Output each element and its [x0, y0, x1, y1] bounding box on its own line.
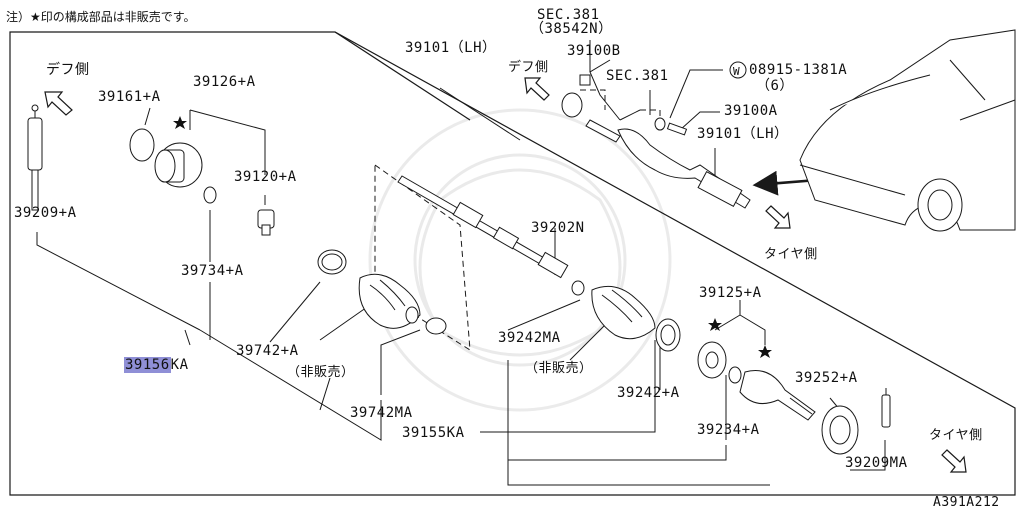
label-39209ma[interactable]: 39209MA [845, 455, 908, 471]
label-39100a[interactable]: 39100A [724, 103, 778, 119]
label-tire-side-right: タイヤ側 [929, 428, 983, 443]
label-39120[interactable]: 39120+A [234, 169, 297, 185]
label-tire-side-mid: タイヤ側 [764, 247, 818, 262]
part-boot-left [358, 273, 421, 329]
label-39242[interactable]: 39242+A [617, 385, 680, 401]
part-boot-right [591, 285, 656, 340]
arrow-tire-right [941, 449, 967, 473]
label-39101-top[interactable]: 39101（LH） [405, 40, 497, 56]
label-39242ma[interactable]: 39242MA [498, 330, 561, 346]
note-text: 注）★印の構成部品は非販売です。 [6, 10, 196, 24]
label-39156-highlight: 39156 [124, 357, 171, 373]
star-marker-3 [758, 345, 772, 358]
part-39742ma-band [425, 317, 447, 335]
part-39234 [728, 366, 742, 384]
label-bolt-qty: （6） [756, 78, 794, 94]
washer-symbol [729, 61, 747, 79]
label-38542n[interactable]: （38542N） [530, 21, 613, 37]
label-39742ma[interactable]: 39742MA [350, 405, 413, 421]
arrow-tire-mid [765, 205, 791, 229]
label-39209-left[interactable]: 39209+A [14, 205, 77, 221]
part-outer-joint [739, 370, 816, 421]
washer-letter: W [733, 65, 740, 78]
part-39161 [129, 128, 155, 162]
label-bolt-spec[interactable]: 08915-1381A [749, 62, 848, 78]
part-39120 [257, 209, 275, 236]
star-marker-2 [708, 318, 722, 331]
label-39734[interactable]: 39734+A [181, 263, 244, 279]
label-39156-suffix: KA [170, 357, 189, 373]
arrow-diff-top [524, 77, 550, 101]
watermark [368, 108, 672, 412]
car-illustration [799, 29, 1016, 232]
label-39126[interactable]: 39126+A [193, 74, 256, 90]
label-39125[interactable]: 39125+A [699, 285, 762, 301]
label-sec381-a[interactable]: SEC.381 [537, 7, 600, 23]
frame-outline [9, 31, 1016, 496]
part-39101-assembly [561, 74, 751, 209]
label-39252[interactable]: 39252+A [795, 370, 858, 386]
label-39155ka[interactable]: 39155KA [402, 425, 465, 441]
label-not-sold-2: （非販売） [525, 361, 593, 376]
label-39742[interactable]: 39742+A [236, 343, 299, 359]
part-39126 [154, 142, 203, 188]
label-39156ka[interactable]: 39156KA [124, 357, 189, 373]
diagram-code: A391A212 [933, 495, 1000, 510]
label-39234[interactable]: 39234+A [697, 422, 760, 438]
label-sec381-b[interactable]: SEC.381 [606, 68, 669, 84]
part-39209ma [881, 394, 891, 428]
label-diff-side-top: デフ側 [508, 60, 549, 75]
label-39100b[interactable]: 39100B [567, 43, 621, 59]
arrow-diff-left [44, 91, 73, 116]
label-39101-right[interactable]: 39101（LH） [697, 126, 789, 142]
part-39202N-shaft [397, 175, 569, 279]
part-39125 [697, 341, 727, 379]
part-39734 [203, 186, 217, 204]
label-39161[interactable]: 39161+A [98, 89, 161, 105]
part-39209-left [27, 117, 43, 171]
star-marker-1 [173, 116, 187, 129]
label-39202n[interactable]: 39202N [531, 220, 585, 236]
label-not-sold-1: （非販売） [287, 365, 355, 380]
label-diff-side-left: デフ側 [46, 62, 90, 78]
frame-divider [334, 31, 471, 121]
